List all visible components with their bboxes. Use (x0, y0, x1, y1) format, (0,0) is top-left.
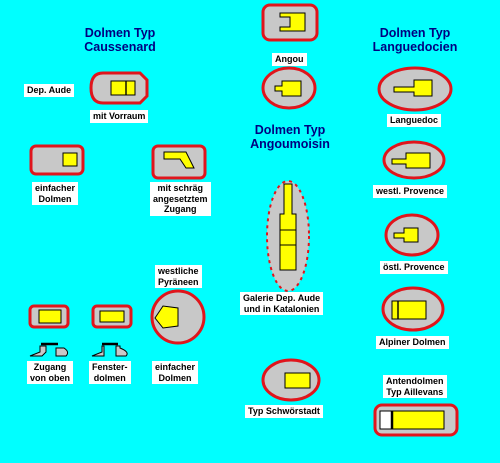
plan-dep-aude (89, 71, 149, 105)
heading-angoumoisin: Dolmen Typ Angoumoisin (240, 123, 340, 151)
label-antendolmen: Antendolmen Typ Aillevans (383, 375, 447, 398)
plan-antendolmen (373, 403, 459, 437)
label-alpiner-dolmen: Alpiner Dolmen (376, 336, 449, 349)
heading-angoumoisin-line-2: Angoumoisin (250, 137, 330, 151)
label-mit-schraeg-line-3: Zugang (164, 204, 197, 214)
label-antendolmen-line-2: Typ Aillevans (386, 386, 444, 397)
label-einfacher-dolmen-2: einfacher Dolmen (152, 361, 199, 384)
heading-caussenard: Dolmen Typ Caussenard (70, 26, 170, 54)
plan-westl-provence (382, 140, 446, 180)
heading-languedocien-line-1: Dolmen Typ (379, 26, 451, 40)
label-angou: Angou (272, 53, 307, 66)
label-antendolmen-line-1: Antendolmen (386, 376, 444, 386)
label-einfacher-dolmen-1-line-1: einfacher (35, 183, 76, 193)
plan-languedoc (377, 66, 453, 112)
plan-einfacher-dolmen-1 (29, 144, 85, 176)
plan-galerie (266, 180, 310, 292)
label-galerie: Galerie Dep. Aude und in Katalonien (240, 292, 324, 315)
heading-caussenard-line-1: Dolmen Typ (84, 26, 156, 40)
heading-languedocien: Dolmen Typ Languedocien (360, 26, 470, 54)
label-einfacher-dolmen-2-line-1: einfacher (155, 362, 196, 372)
label-galerie-line-1: Galerie Dep. Aude (243, 293, 321, 303)
plan-zugang-von-oben (28, 304, 70, 357)
label-mit-schraeg-line-1: mit schräg (157, 183, 204, 193)
plan-westliche-pyrenaeen (150, 289, 206, 345)
heading-angoumoisin-line-1: Dolmen Typ (254, 123, 326, 137)
heading-languedocien-line-2: Languedocien (372, 40, 458, 54)
label-typ-schwoerstadt: Typ Schwörstadt (245, 405, 323, 418)
plan-schwoerstadt (261, 358, 321, 402)
plan-alpiner-dolmen (381, 286, 445, 332)
label-mit-vorraum: mit Vorraum (90, 110, 149, 123)
label-westliche-pyrenaeen-line-2: Pyräneen (158, 276, 199, 287)
label-einfacher-dolmen-1: einfacher Dolmen (32, 182, 79, 205)
label-westl-provence: westl. Provence (373, 185, 448, 198)
plan-angou-1 (261, 3, 319, 42)
label-zugang-von-oben-line-1: Zugang (33, 362, 67, 372)
plan-angou-2 (261, 66, 317, 110)
label-fensterdolmen: Fenster- dolmen (89, 361, 131, 384)
label-languedoc: Languedoc (387, 114, 442, 127)
label-dep-aude: Dep. Aude (24, 84, 75, 97)
label-zugang-von-oben: Zugang von oben (27, 361, 73, 384)
label-einfacher-dolmen-1-line-2: Dolmen (38, 193, 72, 204)
label-mit-schraeg-line-2: angesetztem (153, 193, 208, 204)
label-galerie-line-2: und in Katalonien (243, 303, 320, 314)
label-fensterdolmen-line-2: dolmen (93, 372, 126, 383)
plan-fensterdolmen (91, 304, 133, 357)
heading-caussenard-line-2: Caussenard (84, 40, 156, 54)
label-oestl-provence: östl. Provence (380, 261, 448, 274)
label-einfacher-dolmen-2-line-2: Dolmen (158, 372, 192, 383)
label-mit-schraeg: mit schräg angesetztem Zugang (150, 182, 211, 216)
label-westliche-pyrenaeen-line-1: westliche (158, 266, 199, 276)
label-zugang-von-oben-line-2: von oben (30, 372, 70, 383)
label-fensterdolmen-line-1: Fenster- (92, 362, 128, 372)
label-westliche-pyrenaeen: westliche Pyräneen (155, 265, 202, 288)
plan-schraeger-zugang (151, 144, 207, 180)
plan-oestl-provence (384, 213, 440, 257)
